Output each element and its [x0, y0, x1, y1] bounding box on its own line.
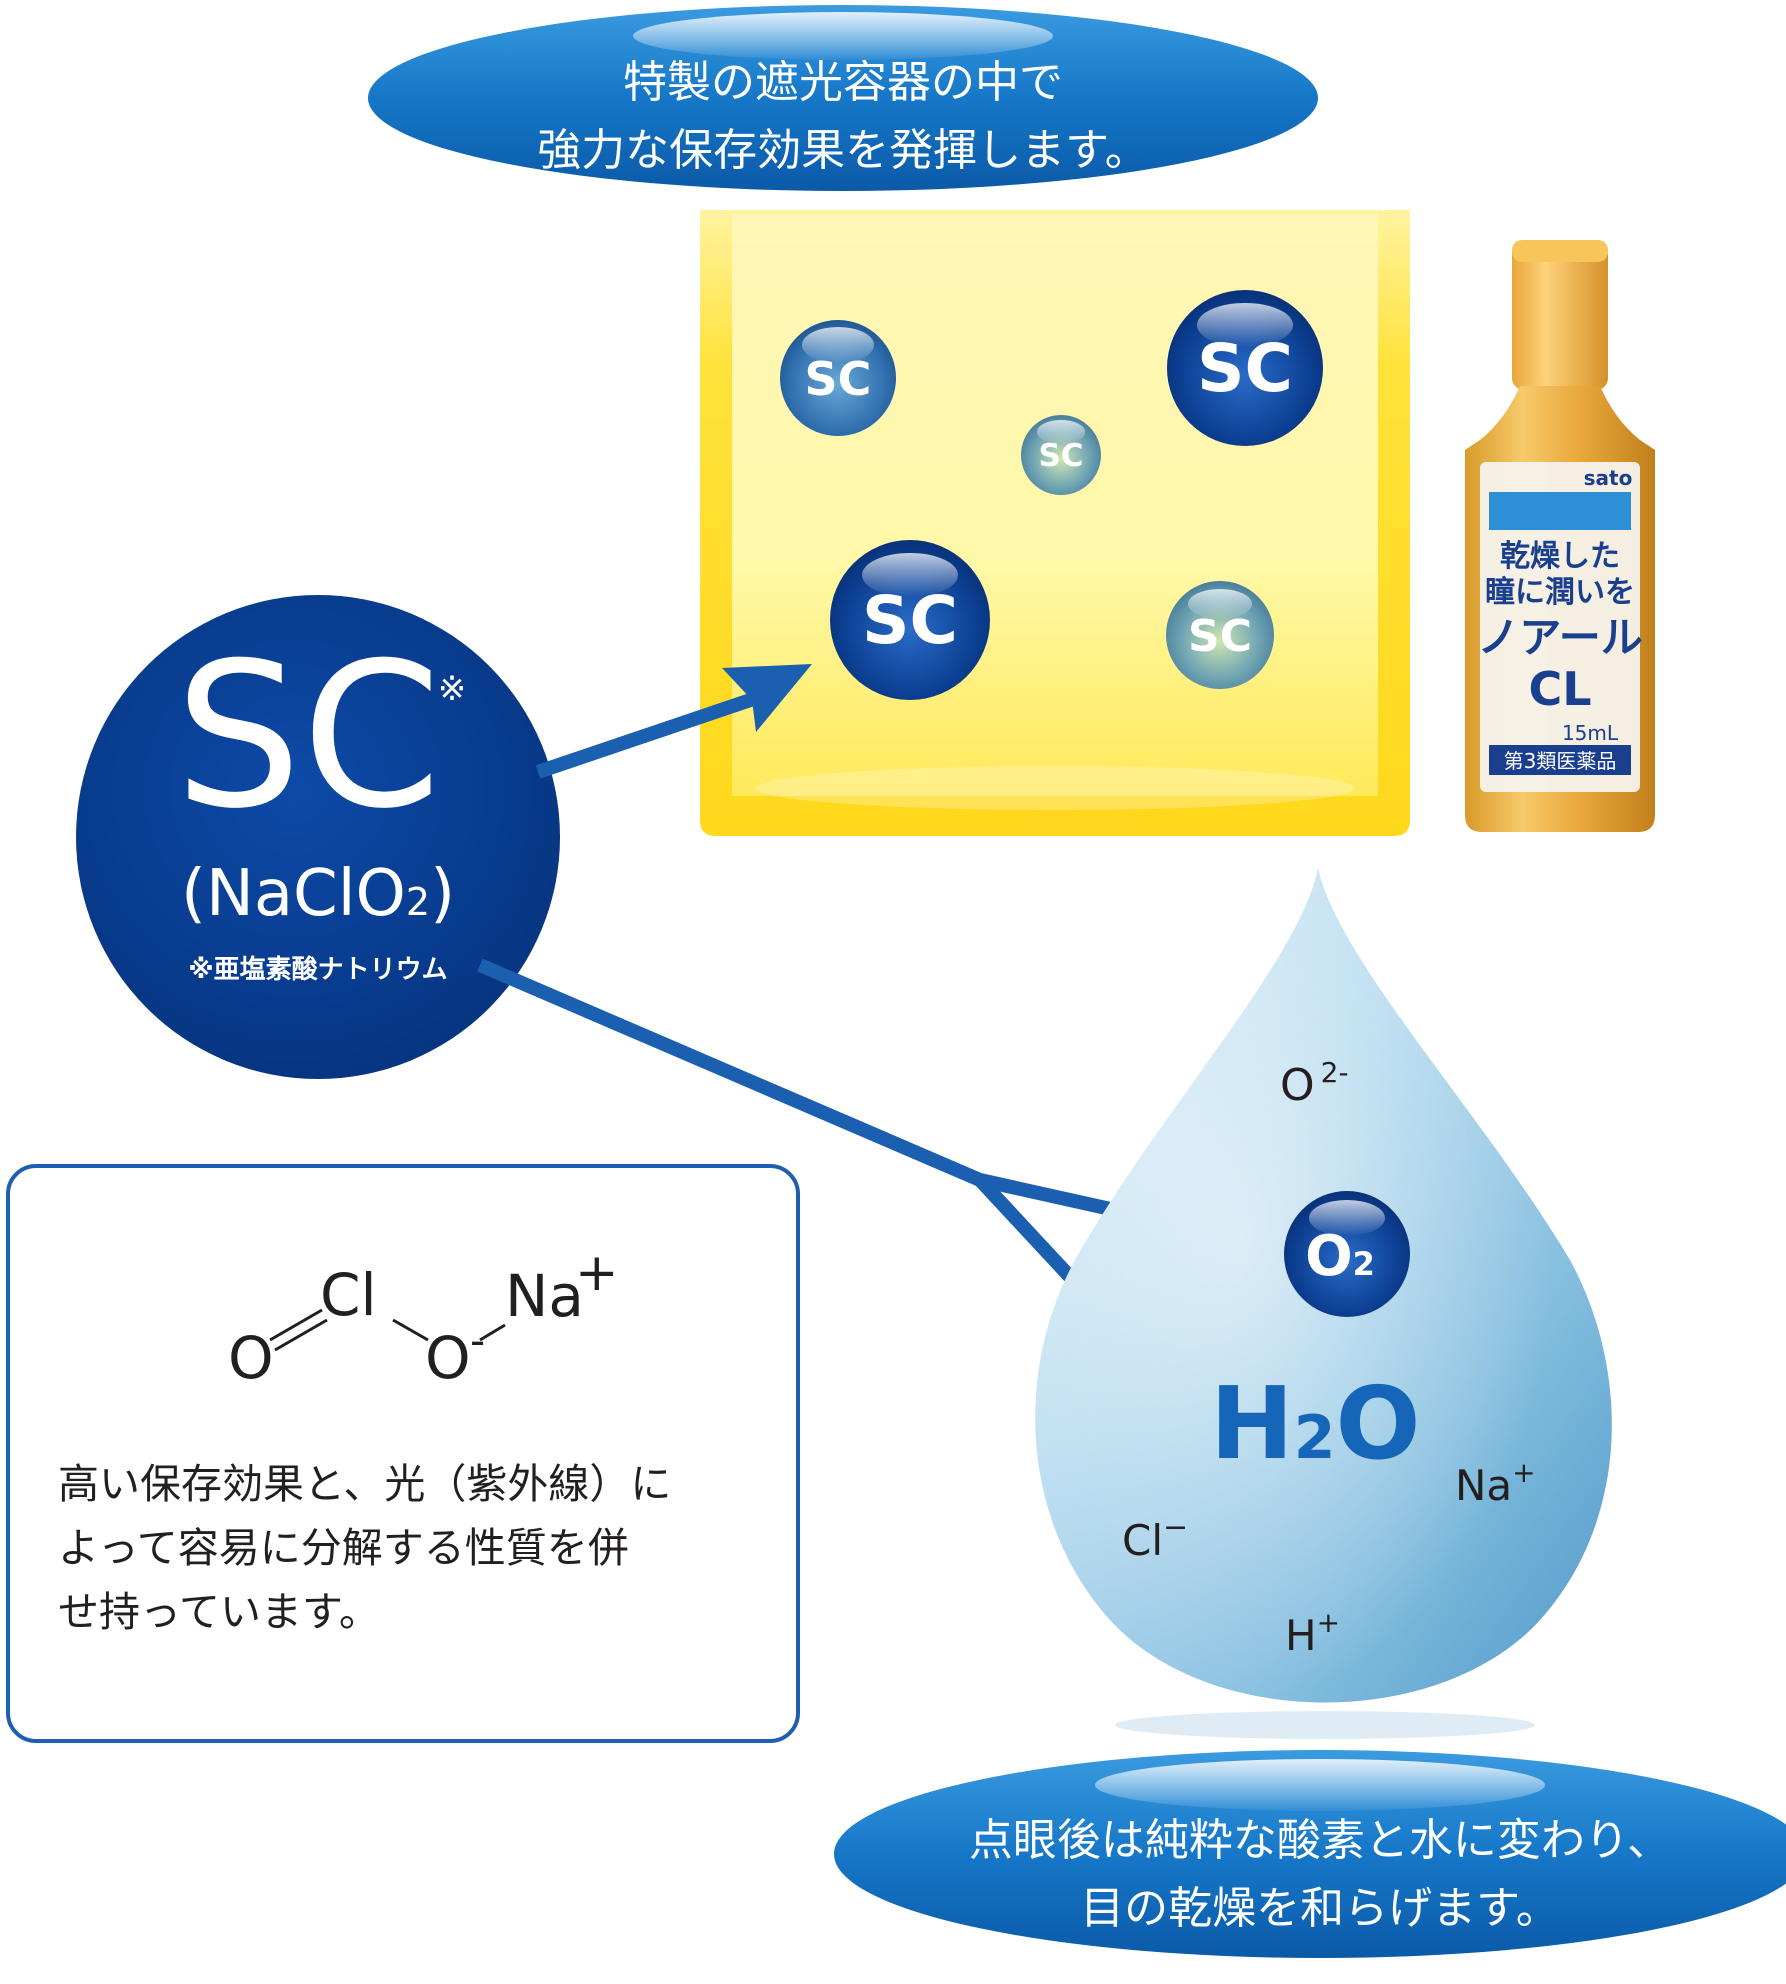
sc-molecule-2: SC — [1167, 290, 1323, 446]
bottom-bubble-line2: 目の乾燥を和らげます。 — [1080, 1883, 1560, 1934]
light-shielding-container — [700, 210, 1410, 836]
sc-formula-open: ( — [181, 857, 206, 931]
sc-formula-close: ) — [430, 857, 455, 931]
h-ion-charge: + — [1317, 1606, 1340, 1639]
note-line2: よって容易に分解する性質を併 — [58, 1524, 629, 1572]
top-bubble: 特製の遮光容器の中で 強力な保存効果を発揮します。 — [368, 5, 1318, 191]
sc-asterisk: ※ — [438, 669, 467, 709]
cl-ion: Cl− — [1122, 1510, 1188, 1565]
na-ion-symbol: Na — [1455, 1461, 1512, 1510]
o2-molecule-sub: 2 — [1353, 1245, 1375, 1283]
note-text: 高い保存効果と、光（紫外線）に よって容易に分解する性質を併 せ持っています。 — [58, 1452, 778, 1644]
formula-na: Na — [505, 1262, 584, 1330]
note-box — [6, 1164, 800, 1743]
bottle-brand: sato — [1584, 466, 1633, 490]
formula-o-charge: - — [470, 1316, 485, 1365]
formula-cl: Cl — [320, 1261, 377, 1329]
bottle-category: 第3類医薬品 — [1504, 749, 1617, 773]
svg-text:H2O: H2O — [1210, 1365, 1420, 1482]
na-ion-charge: + — [1512, 1456, 1535, 1489]
arrow-to-container — [535, 664, 812, 779]
o2-molecule-symbol: O — [1305, 1224, 1353, 1289]
sc-molecule-label: SC — [1197, 330, 1293, 407]
svg-text:O2-: O2- — [1280, 1056, 1349, 1111]
h-ion: H+ — [1285, 1606, 1340, 1660]
bottle-label-line2: 瞳に潤いを — [1485, 575, 1635, 610]
o2-ion-symbol: O — [1280, 1060, 1315, 1111]
h-ion-symbol: H — [1285, 1611, 1317, 1660]
sc-molecule-3: SC — [1021, 415, 1101, 495]
top-bubble-line2: 強力な保存効果を発揮します。 — [537, 125, 1149, 176]
sc-molecule-label: SC — [862, 582, 958, 659]
h2o-label: H2O — [1210, 1365, 1420, 1482]
svg-text:H+: H+ — [1285, 1606, 1340, 1660]
bottle-product-sub: CL — [1528, 662, 1591, 716]
h2o-o: O — [1335, 1365, 1420, 1482]
formula-o-left: O — [228, 1324, 274, 1392]
top-bubble-line1: 特製の遮光容器の中で — [623, 57, 1063, 108]
bottom-bubble: 点眼後は純粋な酸素と水に変わり、 目の乾燥を和らげます。 — [834, 1750, 1786, 1958]
bottle-volume: 15mL — [1562, 721, 1619, 745]
cl-ion-charge: − — [1163, 1510, 1188, 1545]
svg-text:O2: O2 — [1305, 1224, 1375, 1289]
note-line1: 高い保存効果と、光（紫外線）に — [58, 1460, 672, 1508]
sc-molecule-5: SC — [1166, 581, 1274, 689]
structural-formula: O Cl O - Na + — [228, 1243, 619, 1392]
note-line3: せ持っています。 — [58, 1588, 380, 1636]
sc-molecule-label: SC — [1038, 438, 1083, 474]
bottom-bubble-line1: 点眼後は純粋な酸素と水に変わり、 — [969, 1815, 1671, 1866]
product-bottle: sato 乾燥した 瞳に潤いを ノアール CL 15mL 第3類医薬品 — [1465, 240, 1655, 832]
formula-o-right: O — [425, 1324, 471, 1392]
sc-circle: SC ※ (NaClO2) ※亜塩素酸ナトリウム — [76, 595, 560, 1079]
sc-molecule-1: SC — [780, 320, 896, 436]
sc-footnote: ※亜塩素酸ナトリウム — [188, 955, 447, 985]
na-ion: Na+ — [1455, 1456, 1536, 1510]
sc-symbol: SC — [175, 620, 442, 853]
svg-text:Cl−: Cl− — [1122, 1510, 1188, 1565]
sc-formula-sub: 2 — [406, 880, 430, 924]
sc-molecule-4: SC — [830, 540, 990, 700]
svg-text:Na+: Na+ — [1455, 1456, 1536, 1510]
h2o-sub: 2 — [1294, 1403, 1336, 1473]
o2-ion-charge: 2- — [1321, 1056, 1349, 1089]
bottle-label-line1: 乾燥した — [1500, 539, 1620, 574]
h2o-h: H — [1210, 1365, 1294, 1482]
o2-molecule: O2 — [1284, 1191, 1410, 1317]
sc-molecule-label: SC — [805, 352, 872, 406]
cl-ion-symbol: Cl — [1122, 1516, 1163, 1565]
sc-molecule-label: SC — [1188, 611, 1252, 662]
sc-formula: (NaClO2) — [181, 857, 455, 931]
bottle-product-name: ノアール — [1477, 613, 1642, 662]
formula-na-charge: + — [575, 1243, 619, 1303]
sc-formula-main: NaClO — [206, 857, 406, 931]
